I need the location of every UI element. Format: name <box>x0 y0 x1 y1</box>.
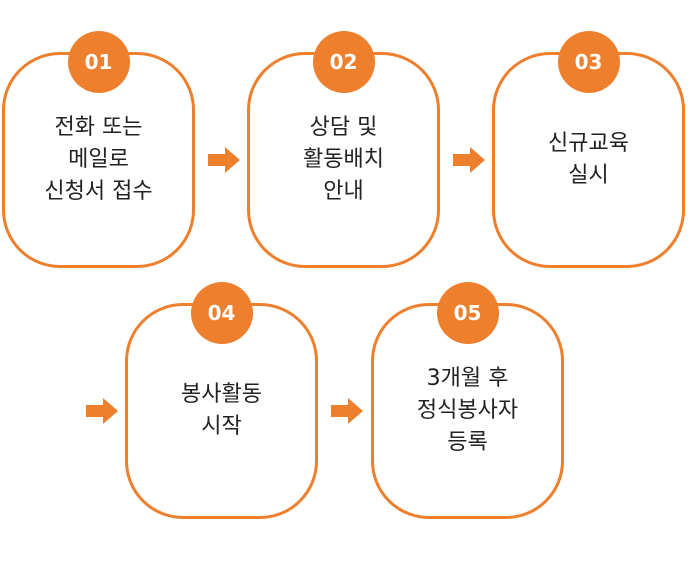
arrow-right-icon <box>86 398 118 424</box>
step-label: 전화 또는 메일로 신청서 접수 <box>13 112 184 208</box>
arrow-right-icon <box>453 147 485 173</box>
arrow-right-icon <box>208 147 240 173</box>
step-label-line: 전화 또는 <box>54 115 143 140</box>
step-label-line: 정식봉사자 <box>416 398 519 423</box>
step-05-box: 05 3개월 후 정식봉사자 등록 <box>371 282 564 519</box>
step-label-line: 상담 및 <box>309 115 378 140</box>
step-label-line: 실시 <box>568 163 609 188</box>
step-02-box: 02 상담 및 활동배치 안내 <box>247 31 440 268</box>
step-label-line: 신청서 접수 <box>44 179 153 204</box>
arrow-right-icon <box>331 398 363 424</box>
step-label-line: 3개월 후 <box>426 366 509 391</box>
step-label-line: 봉사활동 <box>181 382 262 407</box>
step-label: 상담 및 활동배치 안내 <box>258 112 429 208</box>
step-number-badge: 02 <box>312 31 375 93</box>
step-number-badge: 04 <box>190 282 253 344</box>
step-03-box: 03 신규교육 실시 <box>492 31 685 268</box>
step-label-line: 신규교육 <box>548 131 629 156</box>
step-label-line: 등록 <box>447 430 488 455</box>
step-label-line: 메일로 <box>68 147 129 172</box>
step-label-line: 활동배치 <box>303 147 384 172</box>
step-number-badge: 03 <box>557 31 620 93</box>
step-number-badge: 01 <box>67 31 130 93</box>
step-label: 신규교육 실시 <box>503 128 674 192</box>
step-label-line: 안내 <box>323 179 364 204</box>
step-04-box: 04 봉사활동 시작 <box>125 282 318 519</box>
step-label-line: 시작 <box>201 414 242 439</box>
step-number-badge: 05 <box>436 282 499 344</box>
step-01-box: 01 전화 또는 메일로 신청서 접수 <box>2 31 195 268</box>
step-label: 3개월 후 정식봉사자 등록 <box>382 363 553 459</box>
step-label: 봉사활동 시작 <box>136 379 307 443</box>
